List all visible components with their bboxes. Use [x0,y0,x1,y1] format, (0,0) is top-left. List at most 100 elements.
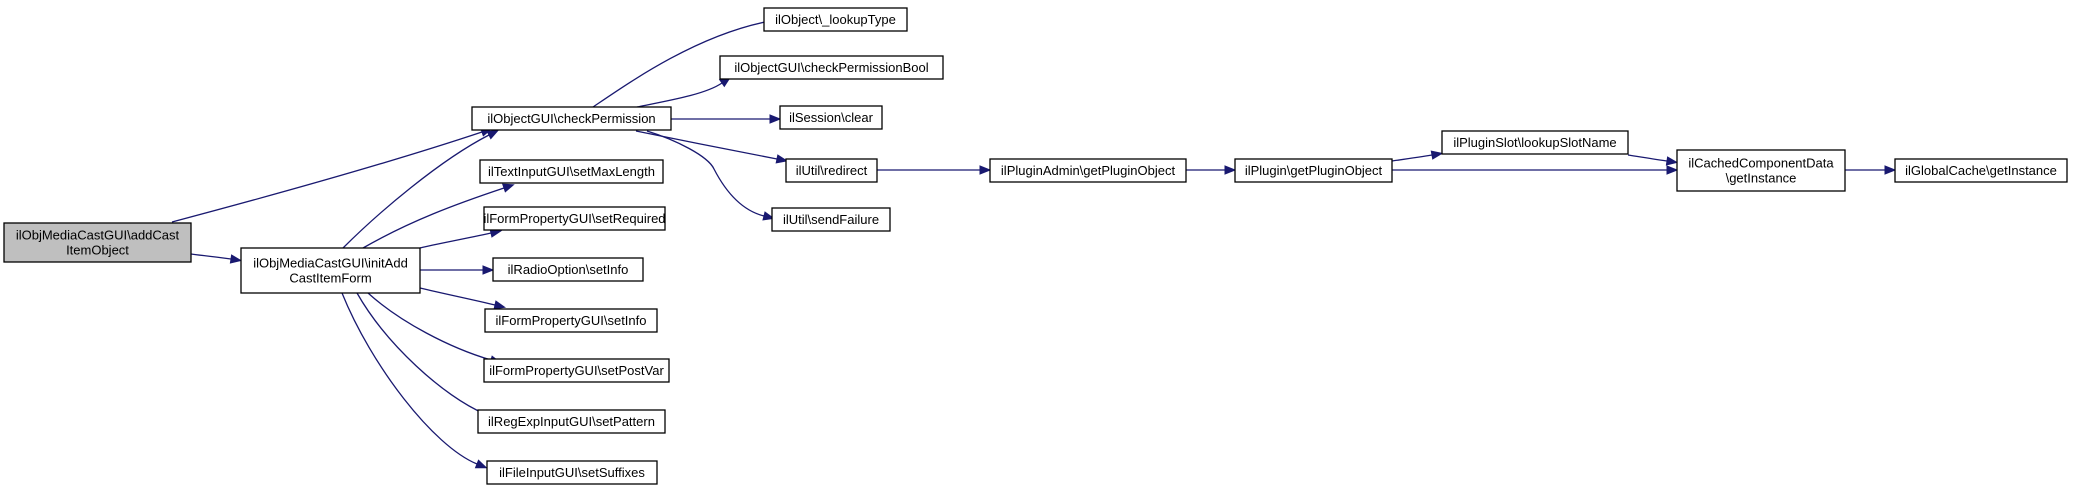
node-label: ilObjectGUI\checkPermission [487,111,655,126]
edge-line [1391,154,1433,162]
node-file-input-set-suffixes[interactable]: ilFileInputGUI\setSuffixes [486,460,658,485]
edge-arrowhead [775,154,789,164]
node-box [763,7,908,32]
edge-arrowhead [1884,165,1897,175]
edge-init-add-cast-item-form-to-file-input-set-suffixes [341,292,488,469]
edge-init-add-cast-item-form-to-reg-exp-input-set-pattern [356,292,496,419]
node-label: ilObjMediaCastGUI\initAdd [253,256,408,271]
node-label: ilRegExpInputGUI\setPattern [488,414,655,429]
node-label: ilFormPropertyGUI\setPostVar [489,363,664,378]
node-box [779,105,883,130]
edge-line [367,292,492,361]
node-box [483,206,666,231]
edge-arrowhead [486,129,500,140]
edge-arrowhead [493,300,507,310]
node-box [989,158,1187,183]
edge-plugin-admin-get-plugin-object-to-plugin-get-plugin-object [1186,165,1237,175]
node-label: ilRadioOption\setInfo [508,262,629,277]
node-box [3,222,192,263]
edge-check-permission-to-session-clear [670,114,782,124]
node-label: ilPluginAdmin\getPluginObject [1001,163,1176,178]
edge-check-permission-to-util-send-failure [646,130,775,221]
edge-line [646,130,765,217]
edge-init-add-cast-item-form-to-check-permission [342,129,500,249]
node-box [471,106,672,131]
node-label: ilFormPropertyGUI\setInfo [496,313,647,328]
node-util-redirect[interactable]: ilUtil\redirect [785,158,878,183]
edge-init-add-cast-item-form-to-form-property-set-post-var [367,292,502,365]
node-session-clear[interactable]: ilSession\clear [779,105,883,130]
node-label: ilFileInputGUI\setSuffixes [499,465,645,480]
node-label: ilPluginSlot\lookupSlotName [1453,135,1616,150]
node-label: ilObject\_lookupType [775,12,896,27]
node-box [240,247,421,294]
call-graph-edges [171,17,1897,469]
node-box [477,409,666,434]
node-lookup-type[interactable]: ilObject\_lookupType [763,7,908,32]
node-label: ilPlugin\getPluginObject [1245,163,1383,178]
node-util-send-failure[interactable]: ilUtil\sendFailure [771,207,891,232]
node-box [483,358,670,383]
edge-init-add-cast-item-form-to-radio-option-set-info [420,265,495,275]
edge-arrowhead [1430,150,1444,160]
node-reg-exp-input-set-pattern[interactable]: ilRegExpInputGUI\setPattern [477,409,666,434]
edge-check-permission-to-check-permission-bool [636,76,732,108]
edge-line [636,82,723,108]
edge-line [171,131,483,223]
node-form-property-set-required[interactable]: ilFormPropertyGUI\setRequired [483,206,666,231]
edge-arrowhead [1224,165,1237,175]
edge-util-redirect-to-plugin-admin-get-plugin-object [877,165,992,175]
node-label: ItemObject [66,243,129,258]
node-box [771,207,891,232]
edge-line [342,134,490,249]
edge-cached-component-data-get-instance-to-global-cache-get-instance [1845,165,1897,175]
edge-arrowhead [979,165,992,175]
edge-line [362,187,505,249]
node-plugin-get-plugin-object[interactable]: ilPlugin\getPluginObject [1234,158,1393,183]
edge-arrowhead [769,114,782,124]
node-form-property-set-post-var[interactable]: ilFormPropertyGUI\setPostVar [483,358,670,383]
edge-arrowhead [762,211,775,221]
node-text-input-set-max-length[interactable]: ilTextInputGUI\setMaxLength [479,159,664,184]
node-form-property-set-info[interactable]: ilFormPropertyGUI\setInfo [484,308,658,333]
edge-arrowhead [474,459,488,469]
edge-init-add-cast-item-form-to-form-property-set-required [419,228,503,249]
edge-add-cast-item-object-to-check-permission [171,127,493,223]
node-check-permission[interactable]: ilObjectGUI\checkPermission [471,106,672,131]
node-box [1234,158,1393,183]
edge-line [635,130,778,160]
edge-line [341,292,478,465]
node-box [785,158,878,183]
node-box [1441,130,1629,155]
node-cached-component-data-get-instance[interactable]: ilCachedComponentData\getInstance [1676,149,1846,192]
node-label: ilSession\clear [789,110,873,125]
node-label: ilCachedComponentData [1688,156,1834,171]
edge-arrowhead [501,183,515,193]
node-box [1894,158,2068,183]
node-label: ilObjMediaCastGUI\addCast [16,228,180,243]
node-plugin-slot-lookup-slot-name[interactable]: ilPluginSlot\lookupSlotName [1441,130,1629,155]
edge-arrowhead [1665,156,1679,166]
node-global-cache-get-instance[interactable]: ilGlobalCache\getInstance [1894,158,2068,183]
edge-arrowhead [482,265,495,275]
node-label: ilFormPropertyGUI\setRequired [483,211,665,226]
node-box [486,460,658,485]
node-box [492,257,644,282]
node-plugin-admin-get-plugin-object[interactable]: ilPluginAdmin\getPluginObject [989,158,1187,183]
edge-init-add-cast-item-form-to-form-property-set-info [419,287,507,310]
edge-init-add-cast-item-form-to-text-input-set-max-length [362,183,515,249]
node-label: CastItemForm [289,271,371,286]
node-box [479,159,664,184]
node-box [719,55,944,80]
node-check-permission-bool[interactable]: ilObjectGUI\checkPermissionBool [719,55,944,80]
call-graph-nodes: ilObjMediaCastGUI\addCastItemObjectilObj… [3,7,2068,485]
node-label: ilUtil\redirect [796,163,868,178]
node-radio-option-set-info[interactable]: ilRadioOption\setInfo [492,257,644,282]
edge-add-cast-item-object-to-init-add-cast-item-form [190,253,243,264]
edge-line [1627,154,1668,162]
edge-line [592,21,766,108]
node-label: ilObjectGUI\checkPermissionBool [734,60,928,75]
